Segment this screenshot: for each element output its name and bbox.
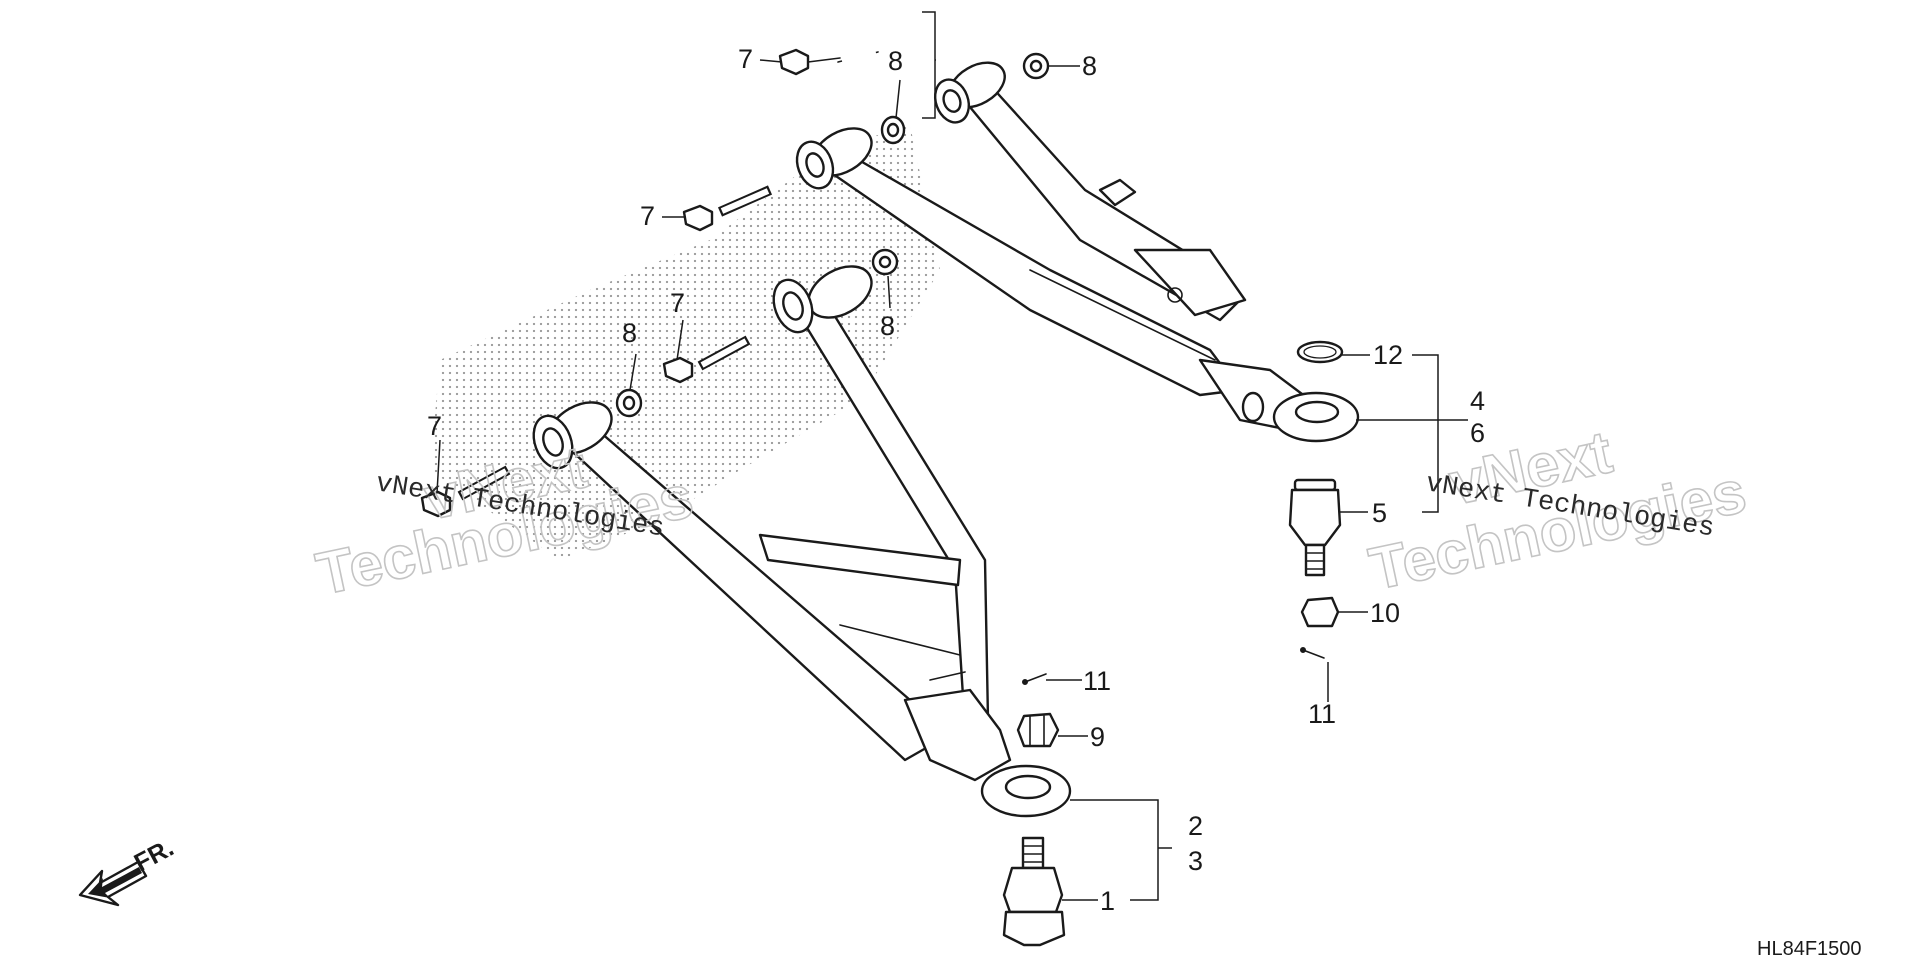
- flange-bolt-upper-rear: [682, 185, 773, 232]
- callout-8-d: 8: [880, 311, 895, 341]
- callout-3: 3: [1188, 846, 1203, 876]
- flange-bolt-lower-front: [662, 335, 751, 384]
- diagram-code: HL84F1500: [1757, 938, 1862, 960]
- upper-arm: [795, 61, 1360, 443]
- lower-arm: [532, 265, 1072, 818]
- watermark: vNext Technologies vNext Technologies vN…: [310, 417, 1752, 608]
- cotter-pin-lower: [1022, 673, 1047, 685]
- callout-2: 2: [1188, 811, 1203, 841]
- callout-8-a: 8: [888, 46, 903, 76]
- callout-8-b: 8: [1082, 51, 1097, 81]
- callout-11-a: 11: [1308, 699, 1336, 729]
- castle-nut-lower: [1016, 712, 1060, 748]
- upper-ball-joint: [1288, 478, 1342, 577]
- callout-10: 10: [1370, 598, 1400, 628]
- lower-ball-joint: [1002, 836, 1066, 947]
- callout-1: 1: [1100, 886, 1115, 916]
- flange-bolt-upper-front: [778, 48, 879, 76]
- cotter-pin-upper: [1300, 647, 1325, 659]
- flange-bolt-lower-rear: [420, 465, 511, 518]
- front-direction-arrow: FR.: [78, 834, 178, 907]
- callout-8-c: 8: [622, 318, 637, 348]
- callout-7-b: 7: [640, 201, 655, 231]
- callout-9: 9: [1090, 722, 1105, 752]
- callout-7-c: 7: [670, 288, 685, 318]
- leader-lines: [436, 11, 1468, 901]
- callout-4: 4: [1470, 386, 1485, 416]
- callout-6: 6: [1470, 418, 1485, 448]
- callouts: 7 8 8 7 7 8 8 7 12 4 6 5 10 11 11 9 2 3 …: [427, 44, 1485, 916]
- callout-11-b: 11: [1083, 666, 1111, 696]
- callout-7-a: 7: [738, 44, 753, 74]
- circlip: [1296, 340, 1344, 364]
- callout-5: 5: [1372, 498, 1387, 528]
- flange-nuts: [615, 52, 1050, 418]
- callout-12: 12: [1373, 340, 1403, 370]
- callout-7-d: 7: [427, 411, 442, 441]
- castle-nut-upper: [1300, 596, 1340, 628]
